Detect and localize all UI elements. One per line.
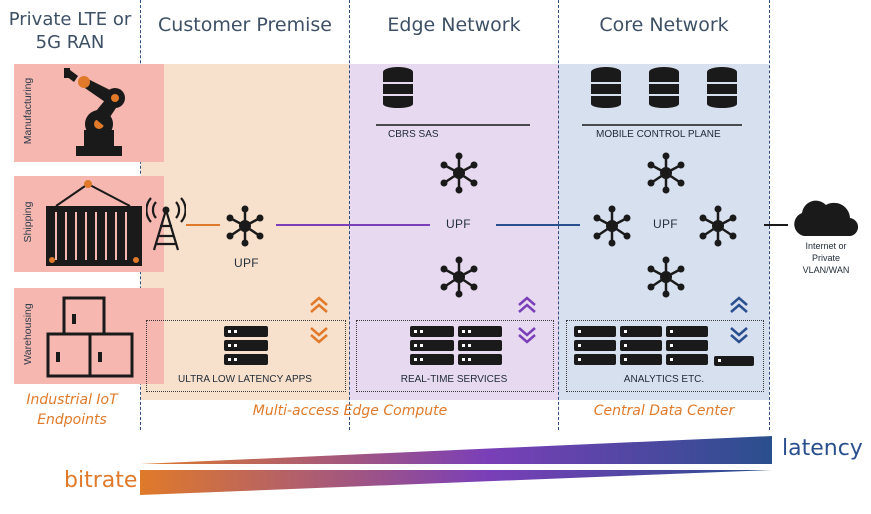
endpoints-caption-line2: Endpoints [37, 412, 107, 428]
header-customer-premise: Customer Premise [158, 14, 332, 36]
zone-label-cdc: Central Data Center [593, 403, 735, 419]
server-box-analytics [566, 320, 764, 392]
tile-shipping: Shipping [14, 176, 164, 272]
internet-line3: VLAN/WAN [802, 265, 850, 275]
endpoints-caption: Industrial IoT Endpoints [20, 390, 124, 430]
tile-warehousing: Warehousing [14, 288, 164, 384]
hub-icon-core-left [593, 205, 631, 247]
chevron-up-down-icon-navy [730, 296, 748, 344]
caption-real-time-services: REAL-TIME SERVICES [400, 374, 508, 385]
upf-label-core: UPF [653, 217, 678, 231]
database-icon-cbrs [383, 67, 413, 108]
endpoints-caption-line1: Industrial IoT [26, 392, 118, 408]
internet-line1: Internet or [805, 241, 847, 251]
caption-ultra-low-latency: ULTRA LOW LATENCY APPS [178, 374, 312, 385]
server-rack-icon-customer [224, 326, 268, 365]
bitrate-wedge [140, 470, 772, 495]
legend-latency: latency [782, 436, 863, 461]
database-icon-control-1 [591, 67, 621, 108]
chevron-up-down-icon-orange [310, 296, 328, 344]
caption-cbrs: CBRS SAS [388, 129, 439, 140]
caption-mobile-control-plane: MOBILE CONTROL PLANE [596, 129, 721, 140]
cloud-icon [794, 200, 859, 237]
divider-customer [349, 0, 350, 430]
divider-core [769, 0, 770, 430]
chevron-up-down-icon-purple [518, 296, 536, 344]
legend-bitrate: bitrate [64, 468, 138, 493]
divider-edge [558, 0, 559, 430]
tile-manufacturing: Manufacturing [14, 64, 164, 162]
server-box-ultra-low-latency [146, 320, 346, 392]
hub-icon-customer [226, 205, 264, 247]
hub-icon-core-bottom [647, 256, 685, 298]
server-box-real-time [356, 320, 554, 392]
header-edge-network: Edge Network [387, 14, 521, 36]
server-rack-icon-edge [410, 326, 502, 365]
shipping-container-icon [46, 180, 142, 266]
header-core-network: Core Network [599, 14, 729, 36]
latency-wedge [140, 436, 772, 464]
database-icon-control-2 [649, 67, 679, 108]
upf-label-customer: UPF [234, 256, 259, 270]
internet-label: Internet or Private VLAN/WAN [786, 240, 866, 276]
latency-bitrate-wedges [140, 436, 772, 495]
internet-line2: Private [811, 253, 840, 263]
server-rack-icon-core [574, 326, 754, 366]
caption-analytics: ANALYTICS ETC. [623, 374, 705, 385]
upf-label-edge: UPF [446, 217, 471, 231]
hub-icon-edge-top [440, 152, 478, 194]
header-ran: Private LTE or 5G RAN [8, 9, 132, 53]
hub-icon-edge-bottom [440, 256, 478, 298]
database-icon-control-3 [707, 67, 737, 108]
robot-arm-icon [64, 68, 125, 156]
zone-label-mec: Multi-access Edge Compute [252, 403, 448, 419]
hub-icon-core-right [699, 205, 737, 247]
cell-tower-icon [146, 197, 186, 251]
hub-icon-core-top [647, 152, 685, 194]
boxes-icon [46, 296, 134, 378]
